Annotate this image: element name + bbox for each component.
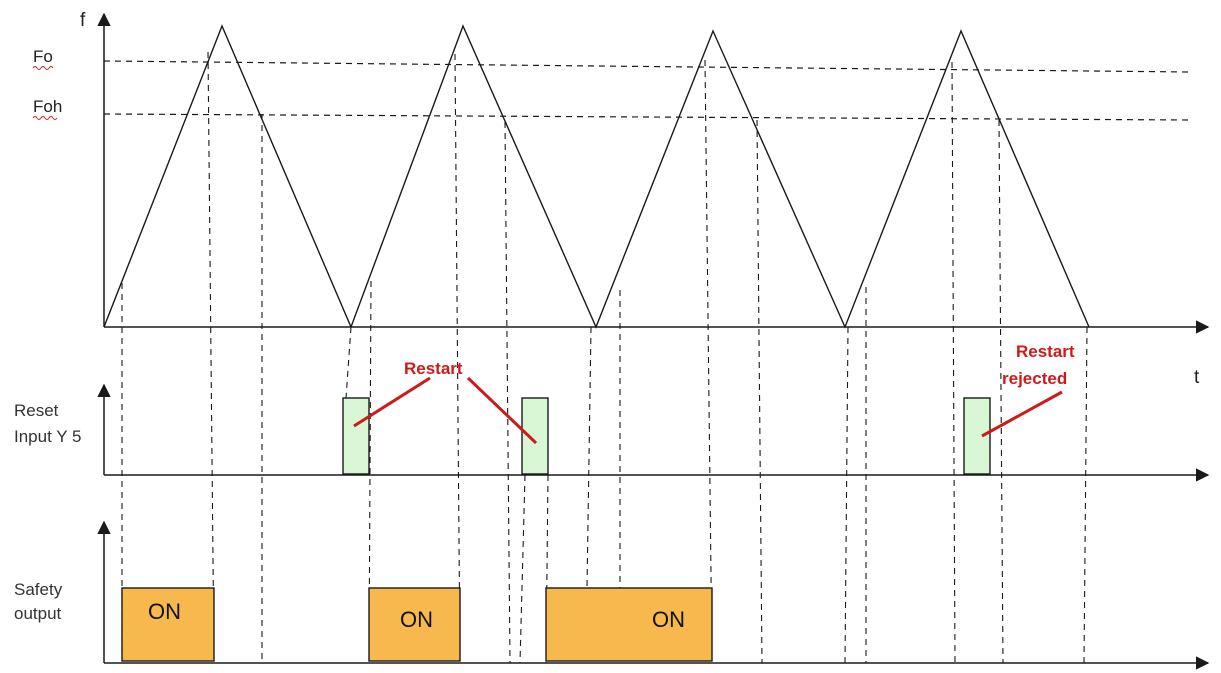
reset-input-label-line1: Reset bbox=[14, 401, 59, 420]
on-block bbox=[121, 587, 215, 662]
guide-line bbox=[454, 53, 461, 662]
restart-rejected-annotation-line2: rejected bbox=[1002, 369, 1067, 388]
safety-output-label-line1: Safety bbox=[14, 580, 63, 599]
safety-output-label-line2: output bbox=[14, 604, 62, 623]
on-block-label: ON bbox=[400, 607, 433, 632]
guide-line bbox=[704, 59, 713, 662]
fo-level-label: Fo bbox=[33, 47, 53, 66]
annotation-pointers bbox=[353, 376, 1063, 445]
guide-line bbox=[504, 121, 511, 664]
f-axis-label: f bbox=[80, 10, 86, 31]
guide-line bbox=[951, 61, 956, 664]
guide-line bbox=[586, 326, 592, 589]
guide-line bbox=[998, 119, 1004, 664]
on-block-label: ON bbox=[652, 607, 685, 632]
rejected-pointer bbox=[981, 390, 1063, 438]
guide-line bbox=[1083, 326, 1088, 664]
restart-pointer bbox=[353, 376, 431, 428]
safety-output-blocks: ON ON ON bbox=[121, 587, 713, 662]
foh-level-label: Foh bbox=[33, 97, 62, 116]
guide-line bbox=[844, 326, 849, 664]
reset-pulse bbox=[963, 397, 991, 475]
on-block bbox=[545, 587, 713, 662]
axes bbox=[97, 12, 1210, 670]
restart-pointer bbox=[466, 376, 538, 445]
frequency-waveform bbox=[103, 24, 1090, 329]
guide-line bbox=[345, 326, 352, 399]
t-axis-label: t bbox=[1194, 367, 1200, 388]
fo-spellcheck-squiggle bbox=[32, 66, 54, 70]
restart-annotation: Restart bbox=[404, 359, 463, 378]
fo-level-line bbox=[103, 60, 1191, 73]
on-block-label: ON bbox=[148, 599, 181, 624]
guide-line bbox=[756, 119, 763, 664]
foh-spellcheck-squiggle bbox=[32, 116, 58, 120]
threshold-levels bbox=[103, 60, 1191, 121]
reset-input-label-line2: Input Y 5 bbox=[14, 427, 81, 446]
on-block bbox=[368, 587, 461, 662]
guide-line bbox=[207, 51, 215, 662]
restart-rejected-annotation-line1: Restart bbox=[1016, 342, 1075, 361]
reset-pulse bbox=[342, 397, 370, 475]
reset-pulse bbox=[521, 397, 549, 475]
guide-lines bbox=[121, 51, 1088, 664]
guide-line bbox=[368, 280, 372, 662]
reset-pulses bbox=[342, 397, 991, 475]
guide-line bbox=[519, 474, 526, 664]
foh-level-line bbox=[103, 113, 1191, 121]
